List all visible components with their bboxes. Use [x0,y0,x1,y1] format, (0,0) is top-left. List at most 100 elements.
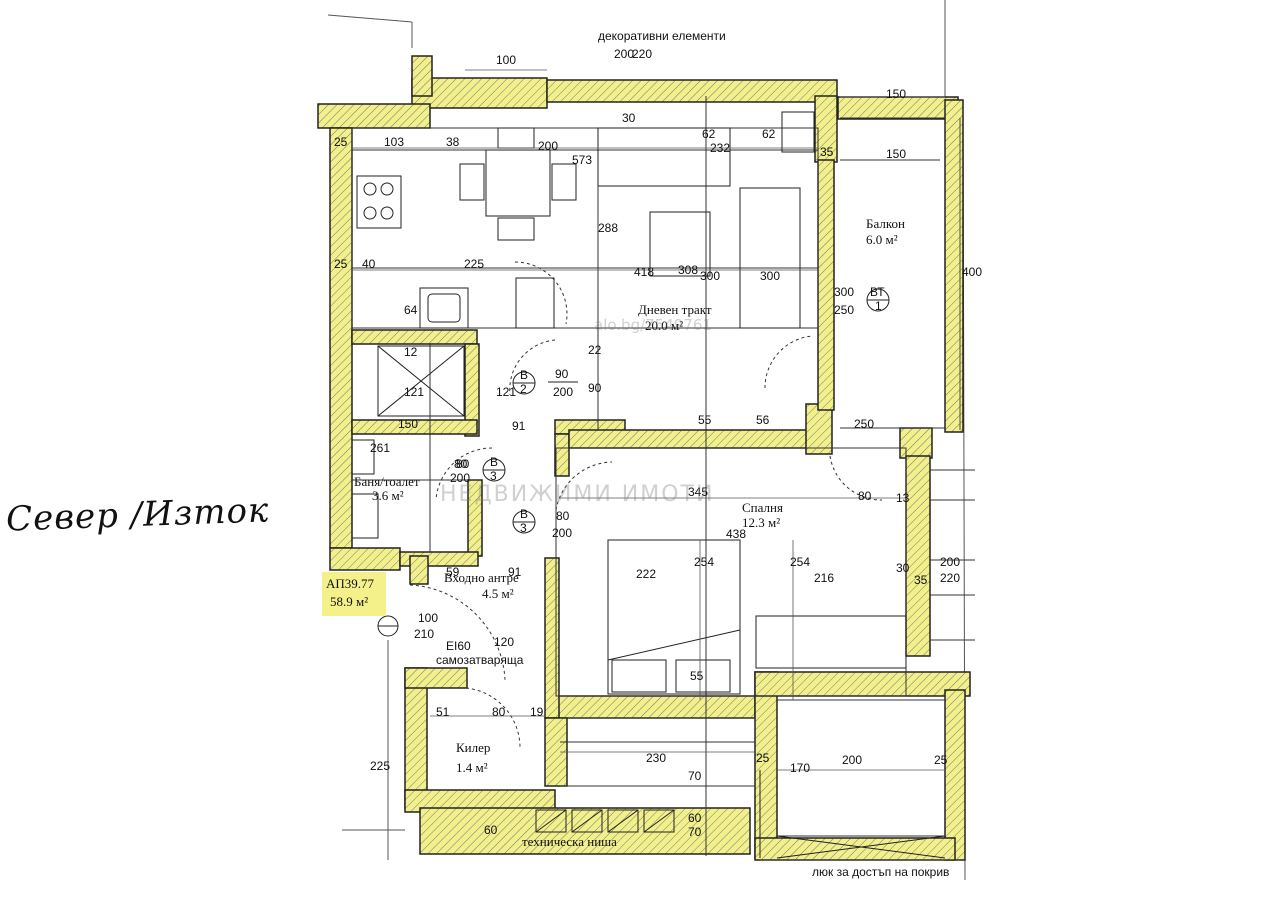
svg-text:техническа ниша: техническа ниша [522,834,617,849]
furniture [351,111,907,695]
svg-text:300: 300 [760,269,780,283]
svg-text:30: 30 [896,561,910,575]
svg-text:30: 30 [622,111,636,125]
room-living: Дневен тракт 20.0 м² [638,302,712,333]
svg-text:АП39.77: АП39.77 [326,576,375,591]
svg-text:90: 90 [555,367,569,381]
svg-text:200: 200 [614,47,634,61]
svg-text:261: 261 [370,441,390,455]
svg-text:150: 150 [398,417,418,431]
svg-text:25: 25 [934,753,948,767]
svg-text:1.4 м²: 1.4 м² [456,760,488,775]
svg-text:60: 60 [484,823,498,837]
svg-text:210: 210 [414,627,434,641]
room-bedroom: Спалня 12.3 м² [742,500,783,530]
svg-text:121: 121 [404,385,424,399]
svg-text:Балкон: Балкон [866,216,905,231]
svg-text:200: 200 [842,753,862,767]
svg-text:220: 220 [940,571,960,585]
svg-text:12.3 м²: 12.3 м² [742,515,780,530]
svg-text:100: 100 [496,53,516,67]
svg-text:19: 19 [530,705,544,719]
svg-text:60: 60 [688,811,702,825]
svg-text:254: 254 [790,555,810,569]
svg-text:91: 91 [512,419,526,433]
svg-text:345: 345 [688,485,708,499]
svg-text:20.0 м²: 20.0 м² [645,318,683,333]
annotations: декоративни елементи EI60 самозатваряща … [436,29,949,879]
svg-text:22: 22 [588,343,602,357]
svg-text:Дневен тракт: Дневен тракт [638,302,712,317]
svg-text:EI60: EI60 [446,639,471,653]
svg-text:400: 400 [962,265,982,279]
svg-text:64: 64 [404,303,418,317]
svg-text:80: 80 [492,705,506,719]
coffee-table [649,211,711,277]
svg-text:55: 55 [698,413,712,427]
svg-text:120: 120 [494,635,514,649]
svg-text:254: 254 [694,555,714,569]
svg-text:55: 55 [690,669,704,683]
technical-niche-panels [535,770,946,859]
svg-text:103: 103 [384,135,404,149]
svg-text:300: 300 [700,269,720,283]
svg-text:Баня/тоалет: Баня/тоалет [354,474,420,489]
svg-text:6.0 м²: 6.0 м² [866,232,898,247]
door-tag-b2: В 2 90 200 [512,367,578,399]
svg-text:308: 308 [678,263,698,277]
svg-text:38: 38 [446,135,460,149]
svg-text:216: 216 [814,571,834,585]
svg-text:150: 150 [886,87,906,101]
svg-text:200: 200 [940,555,960,569]
svg-text:90: 90 [588,381,602,395]
svg-text:ВТ: ВТ [870,285,885,299]
svg-text:4.5 м²: 4.5 м² [482,586,514,601]
wardrobe [755,615,907,669]
room-storage: Килер 1.4 м² [456,740,490,775]
dimension-lines [352,69,961,771]
svg-text:декоративни елементи: декоративни елементи [598,29,726,43]
svg-text:250: 250 [834,303,854,317]
svg-text:59: 59 [446,565,460,579]
svg-text:225: 225 [370,759,390,773]
svg-text:56: 56 [756,413,770,427]
svg-text:35: 35 [914,573,928,587]
svg-text:70: 70 [688,825,702,839]
interior-lines [351,96,975,861]
svg-text:70: 70 [688,769,702,783]
svg-text:573: 573 [572,153,592,167]
svg-text:Входно антре: Входно антре [444,570,519,585]
svg-text:200: 200 [553,385,573,399]
sofa [597,127,731,187]
svg-text:200: 200 [538,139,558,153]
bath-basin [351,493,379,539]
svg-text:100: 100 [418,611,438,625]
svg-text:230: 230 [646,751,666,765]
svg-text:91: 91 [508,565,522,579]
svg-text:300: 300 [834,285,854,299]
svg-text:62: 62 [702,127,716,141]
kitchen-sink [419,287,469,329]
svg-text:51: 51 [436,705,450,719]
svg-text:В: В [520,507,528,521]
svg-text:250: 250 [854,417,874,431]
svg-text:121: 121 [496,385,516,399]
svg-text:80: 80 [858,489,872,503]
svg-text:62: 62 [762,127,776,141]
svg-text:самозатваряща: самозатваряща [436,653,524,667]
svg-text:288: 288 [598,221,618,235]
svg-text:3.6 м²: 3.6 м² [372,488,404,503]
svg-text:В: В [490,455,498,469]
svg-text:200: 200 [450,471,470,485]
door-tag-b3-bath: В 3 80 200 [450,455,506,485]
svg-text:2: 2 [520,382,527,396]
svg-text:150: 150 [886,147,906,161]
bed [607,539,741,695]
door-tag-entry: 100 210 [377,611,438,641]
svg-text:80: 80 [454,457,468,471]
room-hall: Входно антре 4.5 м² [444,570,519,601]
svg-text:12: 12 [404,345,418,359]
svg-text:25: 25 [334,257,348,271]
walls [317,55,971,861]
svg-text:80: 80 [456,457,470,471]
